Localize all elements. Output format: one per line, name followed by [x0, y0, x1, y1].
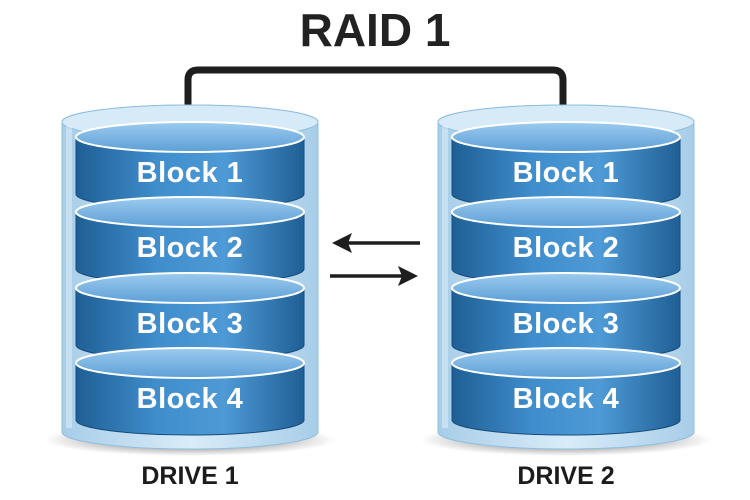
block-2: Block 2: [75, 196, 305, 285]
block-label: Block 4: [137, 383, 244, 415]
block-top: [75, 347, 305, 379]
casing-sheen: [66, 126, 72, 428]
block-label: Block 2: [137, 232, 244, 264]
block-top: [451, 272, 681, 304]
block-top: [75, 272, 305, 304]
drive-1-label: DRIVE 1: [141, 462, 238, 490]
block-4: Block 4: [451, 347, 681, 436]
block-1: Block 1: [75, 121, 305, 210]
block-body: [451, 362, 681, 436]
block-label: Block 1: [137, 157, 244, 189]
block-label: Block 2: [513, 232, 620, 264]
arrow-left-icon: [332, 233, 420, 253]
block-top: [75, 196, 305, 228]
block-top: [451, 347, 681, 379]
diagram-title: RAID 1: [300, 4, 451, 56]
drive-1: Block 1 Block 2 Block 3 Block 4: [44, 104, 336, 456]
drive-2-label: DRIVE 2: [517, 462, 614, 490]
block-label: Block 4: [513, 383, 620, 415]
arrow-right-icon: [330, 266, 418, 286]
casing-sheen: [442, 126, 448, 428]
block-body: [75, 362, 305, 436]
block-label: Block 1: [513, 157, 620, 189]
block-top: [451, 121, 681, 153]
block-top: [451, 196, 681, 228]
mirror-connector: [184, 66, 567, 132]
drive-2: Block 1 Block 2 Block 3 Block 4: [420, 104, 712, 456]
block-1: Block 1: [451, 121, 681, 210]
block-4: Block 4: [75, 347, 305, 436]
bidirectional-arrows-icon: [330, 233, 420, 286]
block-2: Block 2: [451, 196, 681, 285]
block-label: Block 3: [513, 308, 620, 340]
block-3: Block 3: [451, 272, 681, 361]
block-label: Block 3: [137, 308, 244, 340]
block-3: Block 3: [75, 272, 305, 361]
block-top: [75, 121, 305, 153]
